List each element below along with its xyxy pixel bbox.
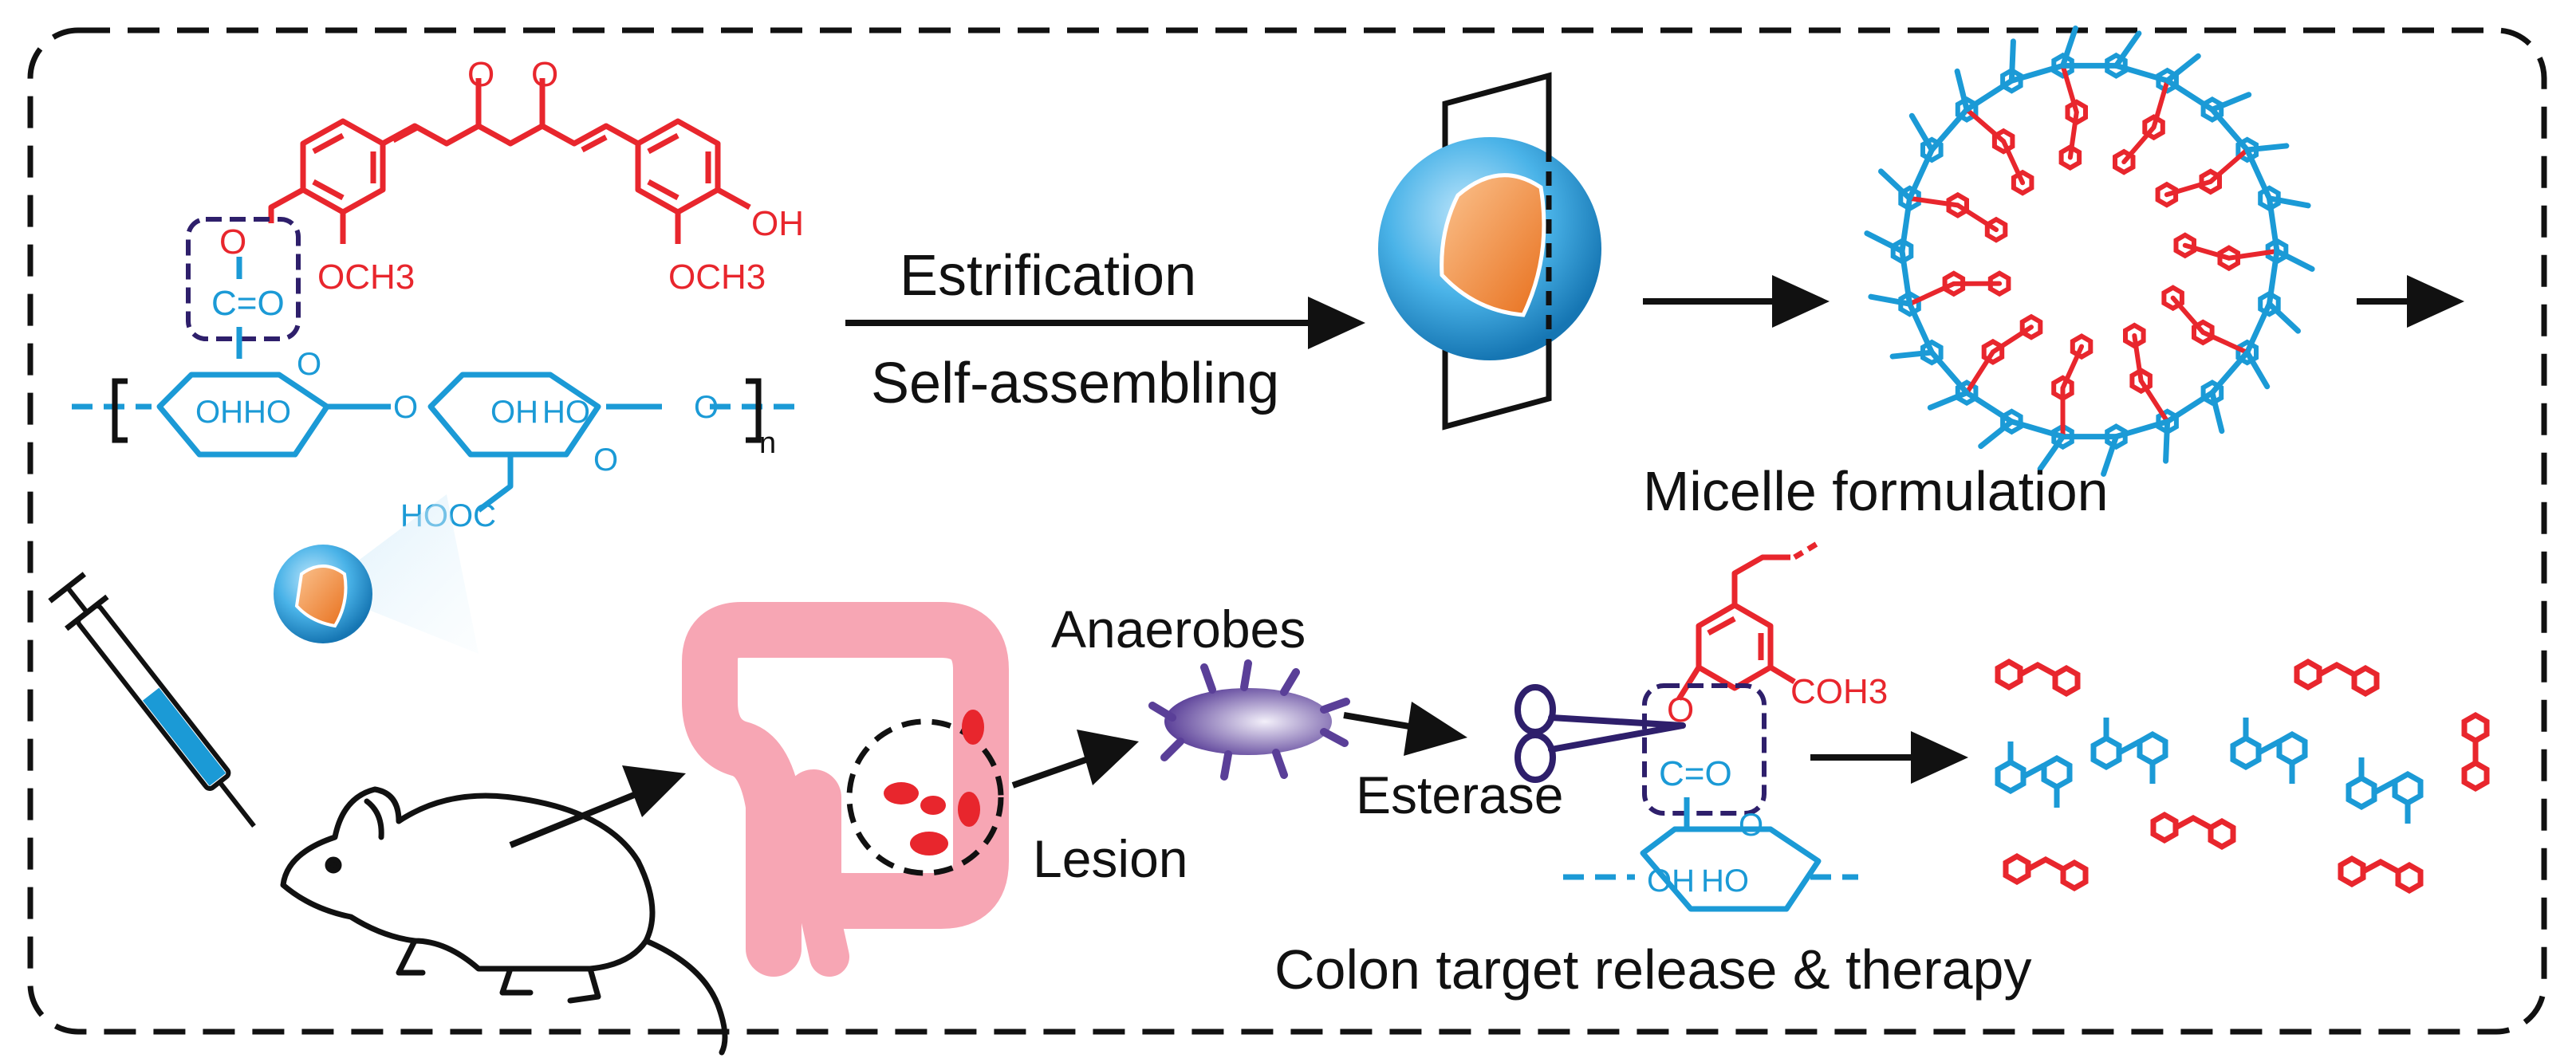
esterification-arrow	[845, 297, 1365, 349]
esterase-label: Esterase	[1356, 765, 1563, 824]
lesion-label: Lesion	[1033, 829, 1188, 888]
left-bracket	[112, 378, 128, 443]
ring2-ho: HO	[542, 395, 590, 430]
self-assembling-label: Self-assembling	[871, 352, 1279, 415]
anaerobes-label: Anaerobes	[1051, 600, 1306, 659]
syringe-icon	[48, 494, 479, 828]
mouse-icon	[280, 786, 728, 1056]
oh-right-label: OH	[751, 204, 804, 243]
arrow-continue	[2357, 275, 2464, 328]
curcumin-hyaluronan-structure: O O OH OCH3 OCH3 O C=O OH HO O O OH HO O…	[72, 55, 804, 533]
ring2-o-right: O	[694, 390, 719, 425]
bottom-ring-ho: HO	[1701, 863, 1749, 899]
fragment-icons	[1998, 662, 2490, 891]
bottom-ester-co: C=O	[1659, 754, 1732, 793]
ring2-oh: OH	[490, 395, 538, 430]
micelle-sphere-icon	[1378, 72, 1601, 431]
repeat-n: n	[759, 427, 776, 460]
arrow-to-fragments	[1810, 731, 1968, 784]
ester-o-label: O	[219, 222, 246, 262]
micelle-network-icon	[1864, 26, 2315, 477]
coh3-label: COH3	[1790, 672, 1888, 711]
outer-dashed-border	[27, 27, 2547, 1035]
scissors-icon	[1514, 684, 1686, 783]
bottom-ring-oh: OH	[1647, 863, 1695, 899]
arrow-mouse-to-colon	[509, 765, 686, 848]
och3-left-label: OCH3	[317, 258, 415, 297]
bridge-o-label: O	[393, 390, 418, 425]
arrow-colon-to-bacteria	[1011, 730, 1139, 789]
carbonyl-o-left: O	[467, 55, 494, 94]
colon-icon	[682, 602, 1009, 977]
arrow-to-network	[1643, 275, 1830, 328]
carbonyl-o-right: O	[531, 55, 558, 94]
ring1-o-inner: O	[297, 347, 321, 382]
ring1-ho: HO	[243, 395, 291, 430]
ring2-o-inner: O	[593, 442, 618, 478]
arrow-bacteria-to-esterase	[1343, 702, 1467, 756]
bacterium-icon	[1148, 659, 1350, 781]
ester-highlight-box	[186, 217, 301, 341]
ester-highlight-box-bottom	[1642, 683, 1767, 816]
ester-co-label: C=O	[211, 284, 285, 323]
ring1-oh: OH	[195, 395, 243, 430]
micelle-formulation-label: Micelle formulation	[1643, 460, 2109, 522]
estrification-label: Estrification	[900, 244, 1196, 308]
release-label: Colon target release & therapy	[1274, 938, 2031, 1001]
och3-right-label: OCH3	[668, 258, 766, 297]
bottom-ring-o: O	[1739, 808, 1763, 843]
bottom-ester-o: O	[1667, 690, 1694, 730]
cleavage-structure: COH3 O C=O O OH HO	[1563, 540, 1888, 912]
right-bracket	[746, 378, 762, 443]
